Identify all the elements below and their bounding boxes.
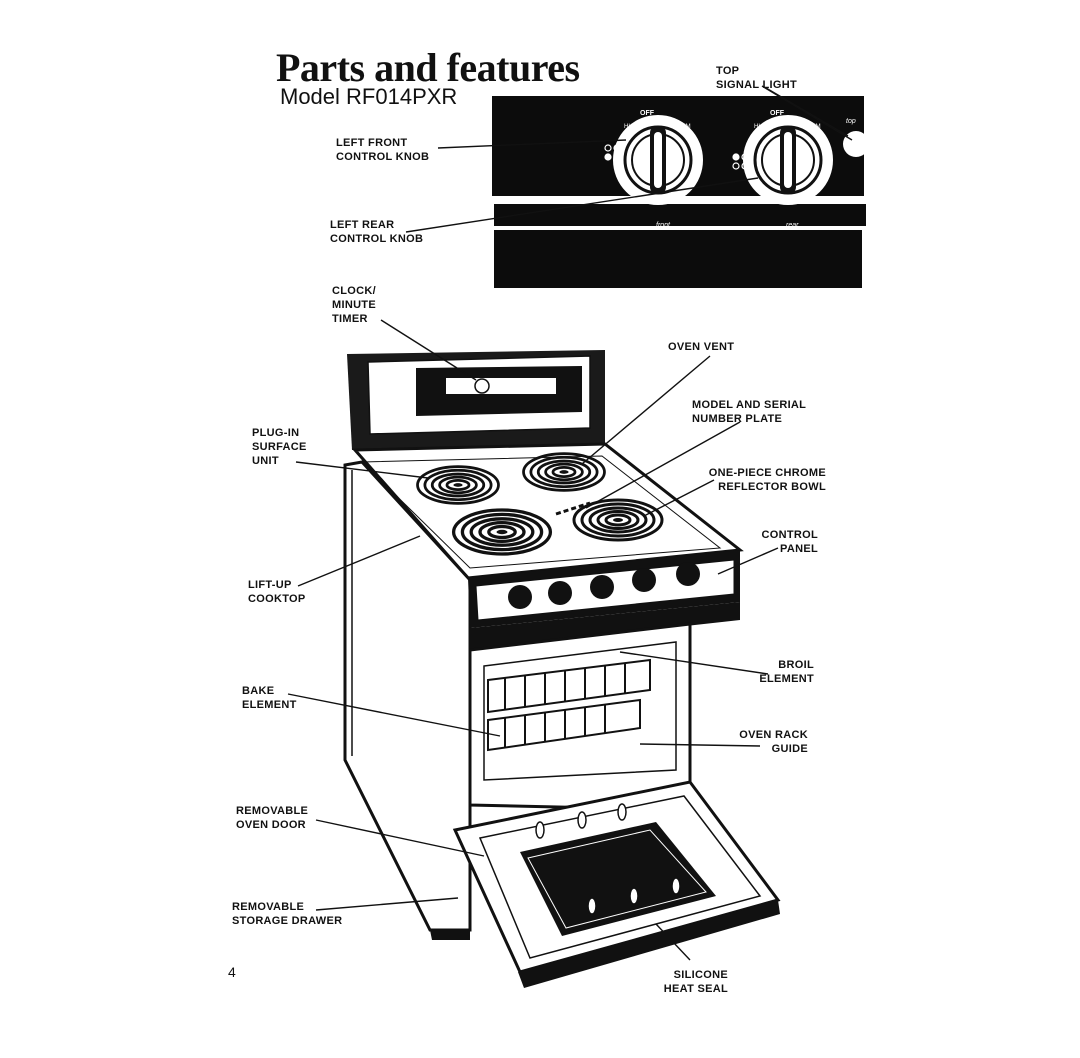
label-line: MODEL AND SERIAL — [692, 399, 807, 411]
knob-mark-sim-left: SIM — [680, 124, 691, 130]
label-line: PANEL — [780, 543, 818, 555]
label-line: TIMER — [332, 313, 368, 325]
label-removable-oven-door: REMOVABLE OVEN DOOR — [236, 804, 308, 832]
label-clock-minute-timer: CLOCK/ MINUTE TIMER — [332, 284, 376, 326]
label-line: LEFT FRONT — [336, 137, 408, 149]
label-lift-up-cooktop: LIFT-UP COOKTOP — [248, 578, 306, 606]
label-line: PLUG-IN — [252, 427, 300, 439]
knob-mark-hi-left: HI — [624, 124, 630, 130]
label-line: UNIT — [252, 455, 279, 467]
label-line: LIFT-UP — [248, 579, 292, 591]
label-line: REMOVABLE — [236, 805, 309, 817]
label-line: STORAGE DRAWER — [232, 915, 343, 927]
label-broil-element: BROIL ELEMENT — [740, 658, 814, 686]
label-line: REFLECTOR BOWL — [718, 481, 826, 493]
label-line: ONE-PIECE CHROME — [708, 467, 826, 479]
label-line: TOP — [716, 65, 740, 77]
label-line: SURFACE — [252, 441, 307, 453]
label-line: CONTROL — [761, 529, 818, 541]
label-line: ELEMENT — [759, 673, 814, 685]
label-reflector-bowl: ONE-PIECE CHROME REFLECTOR BOWL — [690, 466, 826, 494]
label-line: OVEN VENT — [668, 341, 735, 353]
label-line: CONTROL KNOB — [336, 151, 430, 163]
knob-mark-off-left: OFF — [640, 110, 654, 117]
label-line: SIGNAL LIGHT — [716, 79, 798, 91]
label-silicone-heat-seal: SILICONE HEAT SEAL — [650, 968, 728, 996]
label-model-serial-plate: MODEL AND SERIAL NUMBER PLATE — [692, 398, 806, 426]
label-plug-in-surface-unit: PLUG-IN SURFACE UNIT — [252, 426, 307, 468]
label-line: CONTROL KNOB — [330, 233, 424, 245]
control-panel-inset — [492, 96, 869, 288]
label-line: HEAT SEAL — [663, 983, 728, 995]
label-oven-rack-guide: OVEN RACK GUIDE — [716, 728, 808, 756]
knob-mark-sim-right: SIM — [810, 124, 821, 130]
label-top-signal-light: TOP SIGNAL LIGHT — [716, 64, 797, 92]
signal-label-top: top — [846, 118, 856, 125]
label-line: REMOVABLE — [232, 901, 305, 913]
label-line: ELEMENT — [242, 699, 297, 711]
knob-mark-hi-right: HI — [754, 124, 760, 130]
label-line: GUIDE — [771, 743, 808, 755]
label-line: BROIL — [778, 659, 814, 671]
leader-lines — [287, 85, 853, 961]
label-line: LEFT REAR — [330, 219, 395, 231]
label-line: CLOCK/ — [332, 285, 376, 297]
label-oven-vent: OVEN VENT — [668, 340, 734, 354]
label-line: COOKTOP — [248, 593, 306, 605]
label-line: SILICONE — [673, 969, 728, 981]
knob-mark-off-right: OFF — [770, 110, 784, 117]
signal-light — [843, 131, 869, 157]
model-number: Model RF014PXR — [280, 84, 458, 109]
label-line: NUMBER PLATE — [692, 413, 783, 425]
page-title: Parts and features — [276, 45, 580, 90]
label-line: MINUTE — [332, 299, 376, 311]
range-control-knobs — [508, 562, 700, 609]
page-number: 4 — [228, 964, 236, 980]
label-line: BAKE — [242, 685, 275, 697]
label-control-panel: CONTROL PANEL — [740, 528, 818, 556]
panel-label-rear: rear — [786, 222, 799, 229]
label-line: OVEN DOOR — [236, 819, 306, 831]
label-left-front-control-knob: LEFT FRONT CONTROL KNOB — [336, 136, 429, 164]
panel-label-front: front — [656, 222, 671, 229]
label-removable-storage-drawer: REMOVABLE STORAGE DRAWER — [232, 900, 342, 928]
oven-racks — [487, 658, 651, 752]
range-body — [343, 350, 781, 988]
label-left-rear-control-knob: LEFT REAR CONTROL KNOB — [330, 218, 423, 246]
label-bake-element: BAKE ELEMENT — [242, 684, 297, 712]
label-line: OVEN RACK — [739, 729, 808, 741]
